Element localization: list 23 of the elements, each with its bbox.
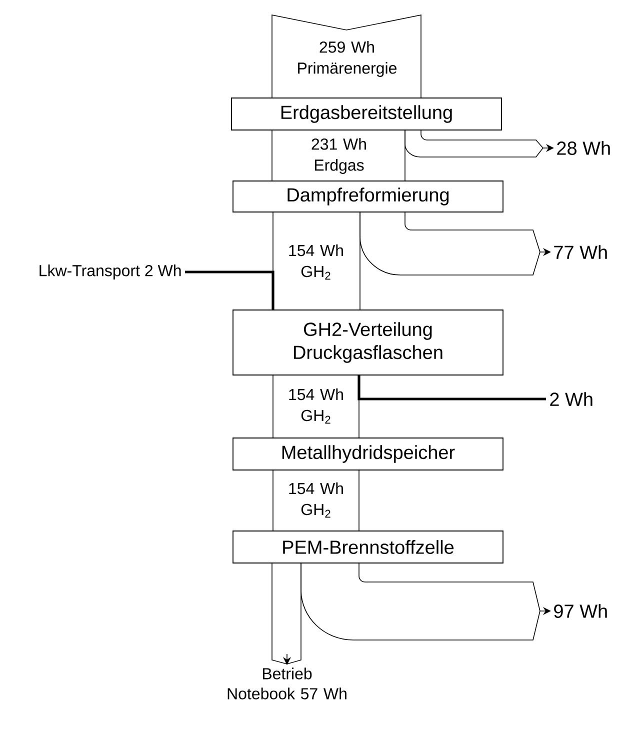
edge-label: 154 Wh GH$_{2}$ <box>289 482 343 518</box>
output-label: 77 Wh <box>554 245 607 259</box>
flow-band <box>272 470 360 531</box>
flow-line <box>185 270 274 310</box>
process-box: Erdgasbereitstellung <box>231 98 502 130</box>
output-label: Betrieb Notebook 57 Wh <box>228 668 346 700</box>
edge-label: 154 Wh GH$_{2}$ <box>289 388 343 424</box>
edge-label: 231 Wh Erdgas <box>312 138 366 174</box>
flow-line <box>358 375 546 400</box>
flow-band <box>272 375 360 438</box>
edge-label: 154 Wh GH$_{2}$ <box>289 244 343 280</box>
edge-label: 259 Wh Primärenergie <box>298 41 396 77</box>
output-label: 2 Wh <box>550 392 592 406</box>
input-label: Lkw-Transport 2 Wh <box>40 264 181 280</box>
flow-band <box>272 14 422 98</box>
process-box: Dampfreformierung <box>232 180 504 212</box>
output-label: 97 Wh <box>554 604 607 618</box>
flow-band <box>272 130 406 181</box>
process-box: GH2-Verteilung Druckgasflaschen <box>232 310 504 376</box>
process-box: Metallhydridspeicher <box>232 438 504 470</box>
flow-band <box>272 212 360 310</box>
output-label: 28 Wh <box>557 141 610 155</box>
process-box: PEM-Brennstoffzelle <box>232 530 504 564</box>
